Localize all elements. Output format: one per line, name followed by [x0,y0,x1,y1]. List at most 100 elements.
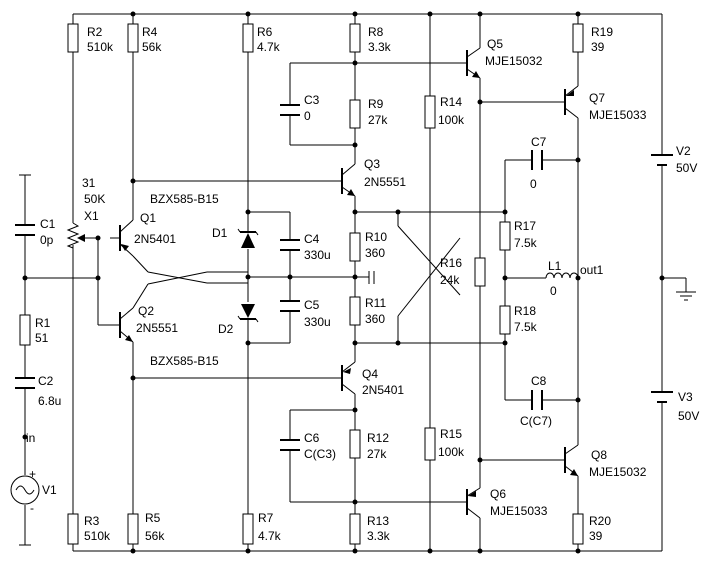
resistor-r12-value: 27k [367,447,387,461]
potentiometer-x1-setting: 31 [82,176,96,190]
capacitor-c6: C6 C(C3) [280,431,336,461]
junction-dots [22,11,665,554]
potentiometer-x1-value: 50K [84,192,105,206]
transistor-q2-ref: Q2 [138,304,154,318]
capacitor-c4-ref: C4 [304,232,320,246]
resistor-r14: R14 100k [424,95,465,129]
transistor-q1-ref: Q1 [140,211,156,225]
ground-icon [676,291,696,301]
resistor-r11-value: 360 [365,312,385,326]
resistor-r14-value: 100k [438,113,465,127]
resistor-r6: R6 4.7k [242,23,281,54]
transistor-q1-part: 2N5401 [134,232,176,246]
transistor-q2: Q2 2N5551 [119,304,178,343]
resistor-r4-value: 56k [142,40,162,54]
source-v3-ref: V3 [678,390,693,404]
source-v1-ref: V1 [42,483,57,497]
resistor-r19-ref: R19 [591,25,613,39]
resistor-r10-value: 360 [365,246,385,260]
resistor-r10-ref: R10 [365,230,387,244]
wiring [19,13,687,552]
resistor-r7-value: 4.7k [258,529,282,543]
resistor-r18-value: 7.5k [514,320,538,334]
transistor-q1: Q1 2N5401 [110,211,176,257]
capacitor-c7-value: 0 [530,177,537,191]
resistor-r6-value: 4.7k [257,40,281,54]
resistor-r19: R19 39 [572,23,613,54]
diode-d1-ref: D1 [212,226,228,240]
transistor-q8: Q8 MJE15032 [558,444,647,479]
resistor-r17: R17 7.5k [499,219,538,251]
resistor-r1: R1 51 [19,314,51,346]
inductor-l1: L1 0 [545,259,579,298]
resistor-r16: R16 24k [440,256,486,287]
capacitor-c8-ref: C8 [531,374,547,388]
resistor-r5: R5 56k [127,511,165,545]
inductor-l1-value: 0 [550,284,557,298]
resistor-r12-ref: R12 [367,431,389,445]
resistor-r20-value: 39 [589,529,603,543]
transistor-q7: Q7 MJE15033 [558,85,647,122]
transistor-q7-part: MJE15033 [589,108,647,122]
capacitor-c7: C7 0 [530,135,547,191]
capacitor-c5: C5 330u [280,298,331,329]
resistor-r16-ref: R16 [440,256,462,270]
resistor-r1-value: 51 [35,331,49,345]
resistor-r15-value: 100k [438,445,465,459]
transistor-q6-ref: Q6 [490,487,506,501]
transistor-q3: Q3 2N5551 [341,157,406,197]
resistor-r17-ref: R17 [514,219,536,233]
input-net-label: in [26,431,35,445]
resistor-r2: R2 510k [67,23,114,54]
diode-d2-ref: D2 [218,322,234,336]
transistor-q7-ref: Q7 [589,91,605,105]
capacitor-c2-ref: C2 [38,374,54,388]
capacitor-c7-ref: C7 [531,135,547,149]
inductor-l1-ref: L1 [548,259,562,273]
capacitor-c3: C3 0 [280,93,320,123]
diode-d2-part: BZX585-B15 [150,354,219,368]
resistor-r8: R8 3.3k [349,23,392,54]
capacitor-c3-value: 0 [304,109,311,123]
resistor-r2-value: 510k [87,40,114,54]
transistor-q5: Q5 MJE15032 [460,37,543,79]
transistor-q3-part: 2N5551 [364,175,406,189]
resistor-r3-value: 510k [84,529,111,543]
capacitor-c6-value: C(C3) [304,447,336,461]
capacitor-c8: C8 C(C7) [520,374,552,428]
resistor-r7: R7 4.7k [242,511,282,545]
resistor-r16-value: 24k [440,273,460,287]
source-v1-minus: - [30,501,34,515]
source-v3: V3 50V [651,390,699,423]
source-v1-plus: + [29,467,36,481]
resistor-r2-ref: R2 [87,25,103,39]
resistor-r15: R15 100k [424,427,465,461]
transistor-q6-part: MJE15033 [490,504,548,518]
resistor-r9-value: 27k [368,113,388,127]
transistor-q4-ref: Q4 [362,367,378,381]
source-v1: + - V1 [10,467,57,515]
output-net-label: out1 [580,263,604,277]
capacitor-c1: C1 0p [15,217,56,247]
resistor-r8-ref: R8 [368,25,384,39]
resistor-r1-ref: R1 [35,316,51,330]
transistor-q5-part: MJE15032 [485,54,543,68]
resistor-r12: R12 27k [349,429,389,461]
source-v2-value: 50V [676,161,697,175]
resistor-r3-ref: R3 [84,514,100,528]
resistor-r14-ref: R14 [440,95,462,109]
resistor-r8-value: 3.3k [368,40,392,54]
capacitor-c5-value: 330u [304,315,331,329]
capacitor-c3-ref: C3 [304,93,320,107]
capacitor-c2-value: 6.8u [38,394,61,408]
resistor-r11-ref: R11 [365,296,386,310]
diode-d2: D2 BZX585-B15 [150,304,259,368]
transistor-q5-ref: Q5 [487,37,503,51]
resistor-r20-ref: R20 [589,514,611,528]
capacitor-c8-value: C(C7) [520,414,552,428]
resistor-r10: R10 360 [349,230,387,262]
capacitor-c4-value: 330u [304,248,331,262]
resistor-r4: R4 56k [127,23,162,54]
transistor-q8-ref: Q8 [591,448,607,462]
